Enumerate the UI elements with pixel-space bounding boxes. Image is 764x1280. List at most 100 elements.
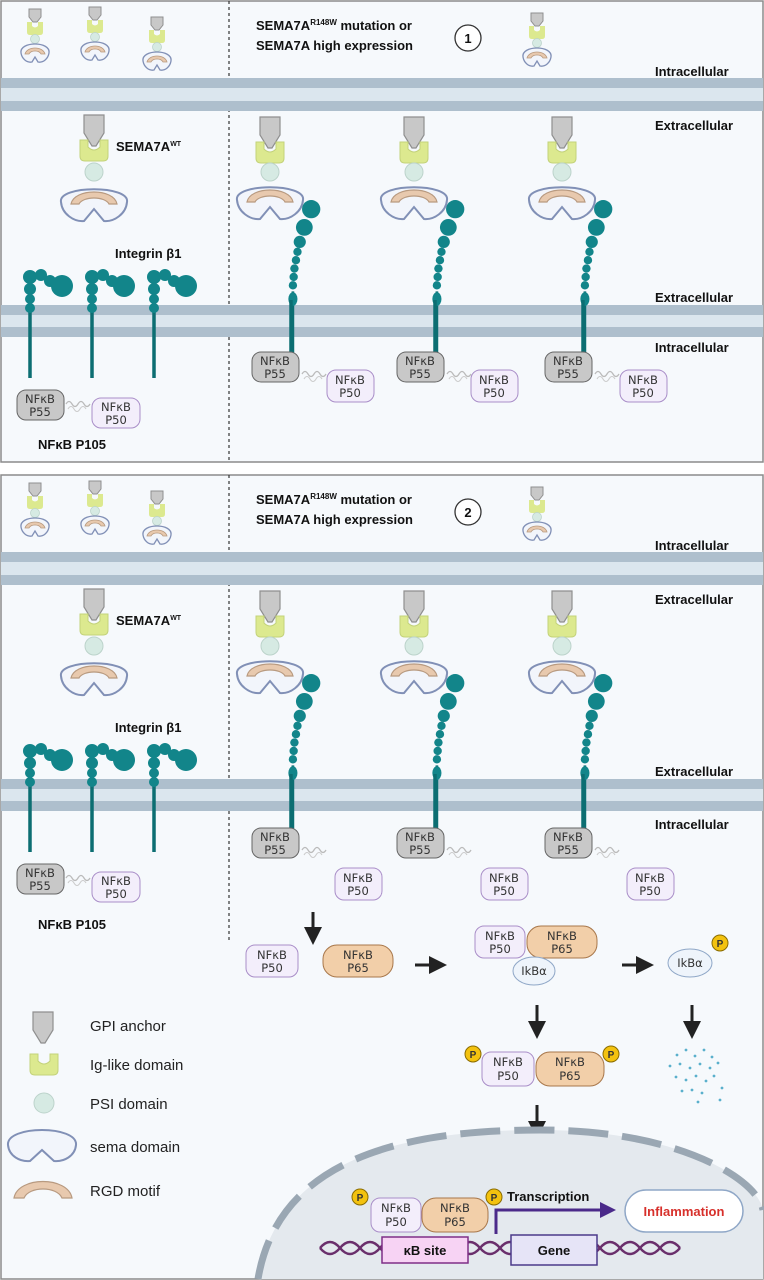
svg-text:P65: P65 — [444, 1215, 466, 1229]
p105-p55: P55 — [29, 405, 51, 419]
svg-text:P65: P65 — [347, 961, 369, 975]
svg-text:NFκB: NFκB — [553, 354, 583, 368]
label-extracellular-mid: Extracellular — [655, 290, 733, 305]
svg-text:NFκB: NFκB — [25, 866, 55, 880]
svg-text:NFκB: NFκB — [381, 1201, 411, 1215]
p2-p50-row: NFκB P50 NFκB P50 NFκB P50 — [334, 867, 675, 901]
complex-1 — [235, 116, 323, 362]
degraded-ikba — [668, 1048, 724, 1104]
mutation-line-1: SEMA7AR148W mutation or — [256, 18, 412, 33]
sema7a-wt-label-p2: SEMA7AWT — [116, 613, 182, 628]
label-extracellular-top: Extracellular — [655, 118, 733, 133]
svg-text:NFκB: NFκB — [440, 1201, 470, 1215]
svg-text:P: P — [717, 939, 724, 950]
complex-2 — [379, 116, 467, 362]
svg-text:NFκB: NFκB — [547, 929, 577, 943]
svg-text:NFκB: NFκB — [489, 871, 519, 885]
panel-number-2: 2 — [464, 505, 471, 520]
sema7a-wt-label: SEMA7AWT — [116, 139, 182, 154]
label-intracellular-top: Intracellular — [655, 64, 729, 79]
svg-text:NFκB: NFκB — [257, 948, 287, 962]
svg-text:P50: P50 — [339, 386, 361, 400]
svg-text:P50: P50 — [483, 386, 505, 400]
svg-text:P50: P50 — [632, 386, 654, 400]
svg-text:NFκB: NFκB — [405, 354, 435, 368]
svg-text:P: P — [608, 1050, 615, 1061]
svg-text:P: P — [491, 1193, 498, 1204]
svg-text:P50: P50 — [489, 942, 511, 956]
dna-helix — [319, 1240, 681, 1256]
nfkb-pair-2: NFκB P55 NFκB P50 — [396, 351, 519, 403]
gene-box: Gene — [538, 1243, 571, 1258]
ikba-free: IkBα — [677, 956, 703, 970]
panel-number-1: 1 — [464, 31, 471, 46]
complex-p2-2 — [379, 590, 467, 836]
svg-text:NFκB: NFκB — [628, 373, 658, 387]
label-extracellular-mid-p2: Extracellular — [655, 764, 733, 779]
svg-text:P65: P65 — [551, 942, 573, 956]
complex-p2-3 — [527, 590, 615, 836]
ikba-complex: IkBα — [521, 964, 547, 978]
nfkb-pair-1: NFκB P55 NFκB P50 — [251, 351, 375, 403]
svg-text:P65: P65 — [559, 1069, 581, 1083]
psi-domain-wt — [84, 162, 104, 182]
svg-text:P: P — [357, 1193, 364, 1204]
svg-text:NFκB: NFκB — [260, 354, 290, 368]
svg-text:NFκB: NFκB — [405, 830, 435, 844]
legend: GPI anchor Ig-like domain PSI domain sem… — [6, 1011, 183, 1200]
membrane-top — [1, 78, 763, 88]
legend-psi-label: PSI domain — [90, 1096, 168, 1113]
label-intracellular-mid-p2: Intracellular — [655, 817, 729, 832]
nfkb-pair-3: NFκB P55 NFκB P50 — [544, 351, 668, 403]
mutation-line-1-p2: SEMA7AR148W mutation or — [256, 492, 412, 507]
svg-text:NFκB: NFκB — [479, 373, 509, 387]
svg-text:P50: P50 — [105, 887, 127, 901]
svg-text:P55: P55 — [29, 879, 51, 893]
svg-text:P50: P50 — [493, 884, 515, 898]
mutation-line-2-p2: SEMA7A high expression — [256, 512, 413, 527]
p105-nfkb-2: NFκB — [101, 400, 131, 414]
integrin-label: Integrin β1 — [115, 246, 181, 261]
legend-sema-label: sema domain — [90, 1139, 180, 1156]
svg-text:P55: P55 — [557, 843, 579, 857]
membrane-mid — [1, 305, 763, 315]
svg-text:NFκB: NFκB — [343, 948, 373, 962]
legend-rgd-icon — [13, 1180, 73, 1199]
svg-text:P50: P50 — [261, 961, 283, 975]
svg-text:NFκB: NFκB — [493, 1055, 523, 1069]
p2-p55-row: NFκB P55 NFκB P55 NFκB P55 — [251, 827, 620, 859]
legend-gpi-label: GPI anchor — [90, 1018, 166, 1035]
legend-rgd-label: RGD motif — [90, 1183, 161, 1200]
svg-text:NFκB: NFκB — [553, 830, 583, 844]
svg-text:NFκB: NFκB — [260, 830, 290, 844]
svg-text:P50: P50 — [347, 884, 369, 898]
svg-text:NFκB: NFκB — [343, 871, 373, 885]
svg-text:P55: P55 — [409, 367, 431, 381]
legend-ig-label: Ig-like domain — [90, 1057, 183, 1074]
label-extracellular-top-p2: Extracellular — [655, 592, 733, 607]
complex-3 — [527, 116, 615, 362]
panel-2: SEMA7AR148W mutation or SEMA7A high expr… — [0, 474, 764, 1280]
p105-nfkb: NFκB — [25, 392, 55, 406]
svg-text:NFκB: NFκB — [635, 871, 665, 885]
svg-text:NFκB: NFκB — [101, 874, 131, 888]
mutation-line-2: SEMA7A high expression — [256, 38, 413, 53]
svg-text:P55: P55 — [264, 843, 286, 857]
svg-text:P55: P55 — [264, 367, 286, 381]
kb-site: κB site — [404, 1243, 447, 1258]
svg-text:NFκB: NFκB — [335, 373, 365, 387]
inflammation-label: Inflammation — [644, 1204, 725, 1219]
p105-p50: P50 — [105, 413, 127, 427]
svg-text:NFκB: NFκB — [485, 929, 515, 943]
svg-text:NFκB: NFκB — [555, 1055, 585, 1069]
svg-text:P50: P50 — [385, 1215, 407, 1229]
svg-text:P50: P50 — [497, 1069, 519, 1083]
complex-p2-1 — [235, 590, 323, 836]
svg-text:P55: P55 — [557, 367, 579, 381]
integrin-label-p2: Integrin β1 — [115, 720, 181, 735]
label-intracellular-top-p2: Intracellular — [655, 538, 729, 553]
p105-label-p2: NFκB P105 — [38, 917, 106, 932]
legend-sema-icon — [6, 1129, 78, 1163]
panel-1: SEMA7AR148W mutation or SEMA7A high expr… — [0, 0, 764, 463]
